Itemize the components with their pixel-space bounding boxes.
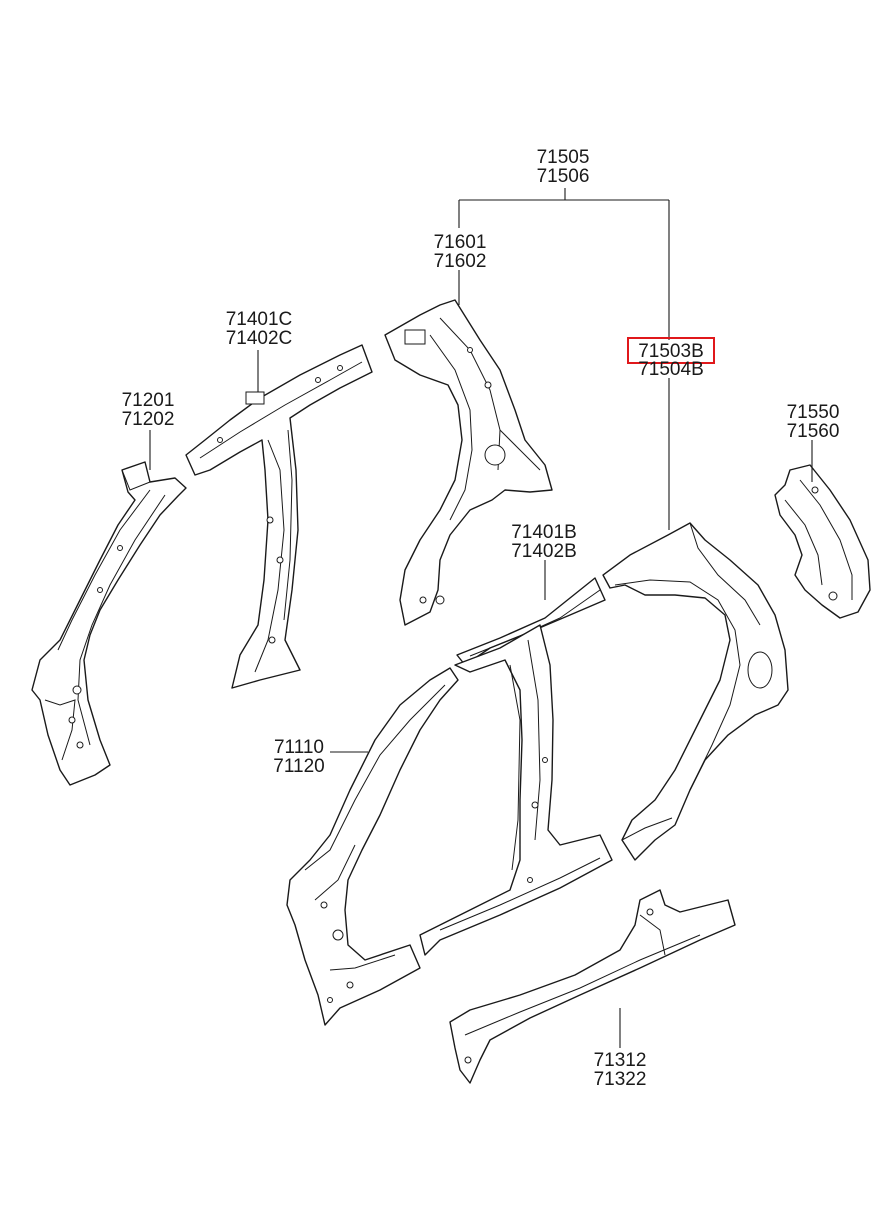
part-labels: 71505 71506 71601 71602 71401C 71402C 71… xyxy=(122,147,840,1090)
label-front-pillar-outer-a: 71110 xyxy=(274,737,324,758)
label-front-pillar-inner-b: 71202 xyxy=(122,409,175,430)
label-front-pillar-outer-b: 71120 xyxy=(273,756,324,777)
front-pillar-inner-part xyxy=(31,461,187,786)
label-roof-rail-outer-b: 71402B xyxy=(511,541,577,562)
label-quarter-inner-b: 71602 xyxy=(434,251,487,272)
highlight-box xyxy=(627,337,715,364)
quarter-outer-part xyxy=(602,522,789,861)
center-pillar-outer-part xyxy=(419,624,613,956)
label-roof-rail-center-a: 71401C xyxy=(226,309,293,330)
tail-extension-part xyxy=(774,464,871,619)
label-roof-rail-center-b: 71402C xyxy=(226,328,293,349)
label-roof-rail-outer-a: 71401B xyxy=(511,522,577,543)
label-tail-extension-b: 71560 xyxy=(787,421,840,442)
label-quarter-outer-a[interactable]: 71503B xyxy=(638,341,704,362)
front-pillar-outer-part xyxy=(286,667,459,1026)
label-tail-extension-a: 71550 xyxy=(787,402,840,423)
label-assembly-a: 71505 xyxy=(537,147,590,168)
quarter-inner-part xyxy=(384,299,553,626)
label-quarter-inner-a: 71601 xyxy=(434,232,487,253)
side-sill-part xyxy=(449,889,736,1084)
label-assembly-b: 71506 xyxy=(537,166,590,187)
leader-lines xyxy=(149,188,813,1048)
center-pillar-inner-part xyxy=(185,344,373,689)
label-side-sill-a: 71312 xyxy=(594,1050,647,1071)
label-side-sill-b: 71322 xyxy=(594,1069,647,1090)
label-front-pillar-inner-a: 71201 xyxy=(122,390,175,411)
label-quarter-outer-b: 71504B xyxy=(638,359,704,380)
